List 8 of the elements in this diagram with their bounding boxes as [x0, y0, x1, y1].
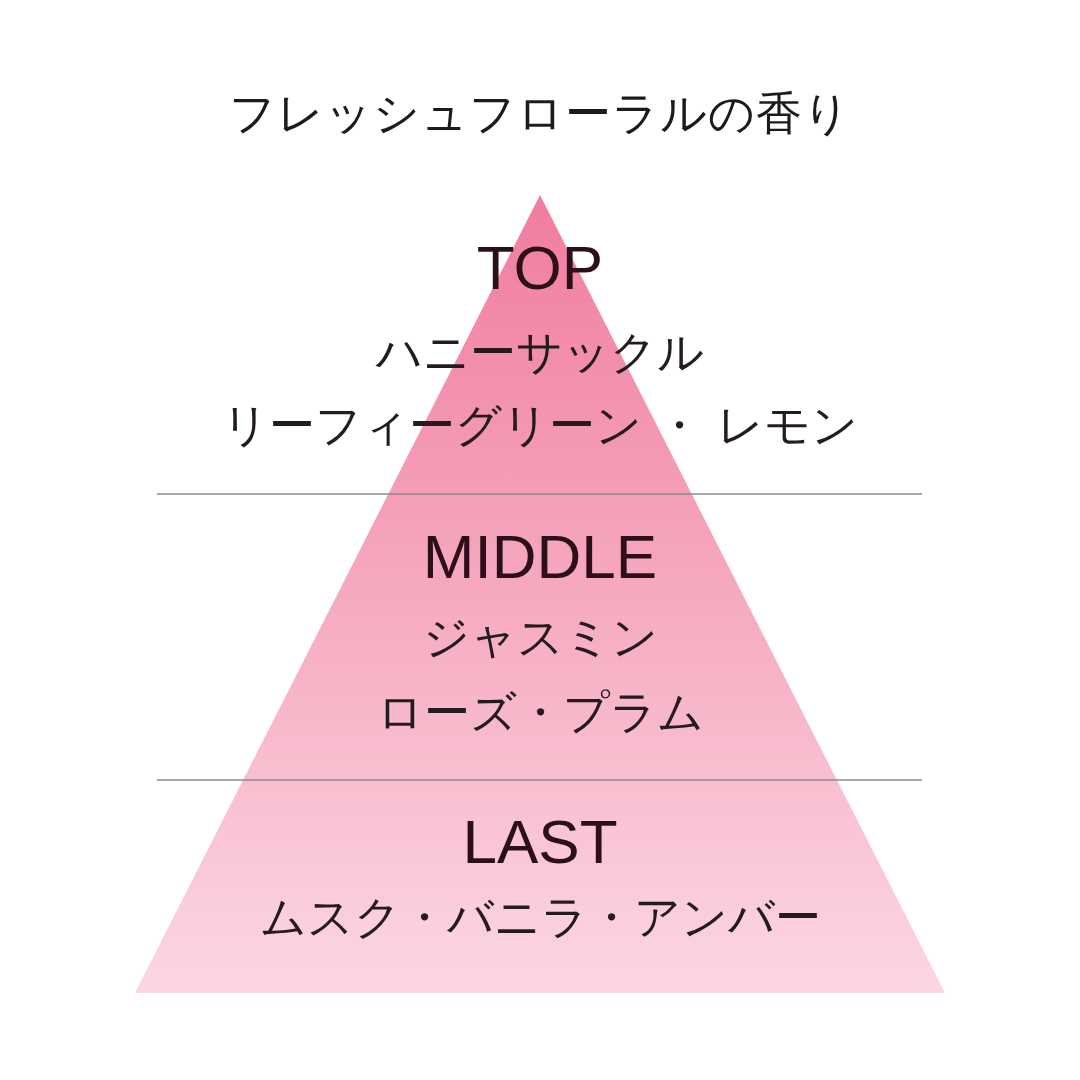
fragrance-notes: ローズ・プラム	[376, 685, 704, 739]
fragrance-notes: ムスク・バニラ・アンバー	[259, 890, 821, 944]
fragrance-notes: ジャスミン	[422, 610, 658, 664]
title: フレッシュフローラルの香り	[229, 86, 851, 140]
fragrance-notes: ハニーサックル	[376, 325, 704, 379]
tier-heading: LAST	[462, 806, 618, 878]
fragrance-notes: リーフィーグリーン ・ レモン	[221, 398, 859, 452]
tier-heading: MIDDLE	[422, 521, 658, 593]
